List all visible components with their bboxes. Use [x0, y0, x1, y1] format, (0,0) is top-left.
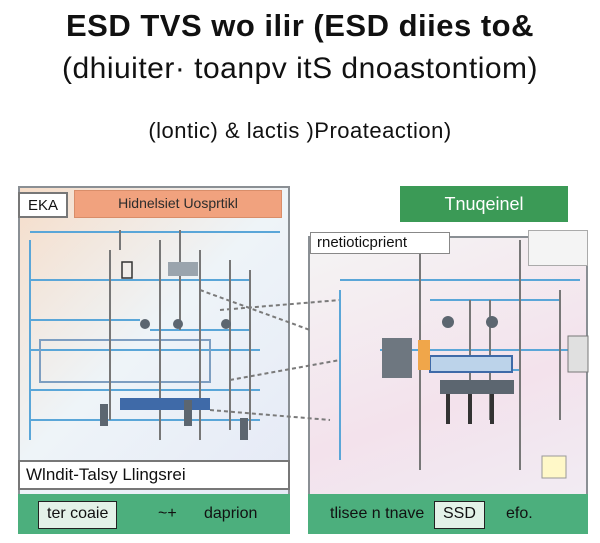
right-footer-button[interactable]: SSD — [434, 501, 485, 529]
diagram-title: ESD TVS wo ilir (ESD diies to& — [65, 8, 534, 43]
right-inner-bus — [429, 355, 513, 373]
left-chip-a — [100, 404, 108, 426]
left-inner-bus — [39, 339, 211, 383]
right-tvs-leg-1 — [446, 394, 450, 424]
right-tvs-row — [440, 380, 514, 394]
right-bus-line — [339, 279, 580, 460]
right-metric-label: rnetioticprient — [310, 232, 450, 254]
right-node-1 — [442, 316, 454, 328]
left-grey-wires — [109, 230, 251, 440]
right-tvs-leg-2 — [468, 394, 472, 424]
right-component-block — [382, 338, 412, 378]
left-node-2 — [173, 319, 183, 329]
left-footer-separator: ~+ — [158, 505, 177, 522]
left-chip-row — [120, 398, 210, 410]
right-node-2 — [486, 316, 498, 328]
diagram-caption: (lontic) & lactis )Proateaction) — [148, 118, 452, 143]
right-footer-text: tlisee n tnave — [330, 505, 425, 522]
left-panel-header: Hidnelsiet Uosprtikl — [74, 190, 282, 218]
right-panel-header: Tnuqeinel — [400, 186, 568, 222]
left-footer-text: daprion — [204, 505, 258, 522]
right-footer-text-2: efo. — [506, 505, 533, 522]
right-corner-box — [528, 230, 588, 266]
diagram-subtitle: (dhiuiter· toanpv itS dnoastontiom) — [61, 52, 539, 85]
left-panel-tag: EKA — [18, 192, 68, 218]
left-chip-b — [184, 400, 192, 426]
right-component-orange — [418, 340, 430, 370]
cross-connection-4 — [209, 409, 331, 421]
right-label-chip — [541, 455, 567, 479]
cross-connection-3 — [229, 359, 341, 381]
left-node-1 — [140, 319, 150, 329]
cross-connection-2 — [219, 299, 341, 311]
left-chip-c — [240, 418, 248, 440]
left-ic-2 — [168, 262, 198, 276]
left-node-3 — [221, 319, 231, 329]
right-connector — [567, 335, 589, 373]
left-legend-label: Wlndit-Talsy Llingsrei — [18, 460, 290, 490]
left-footer-bar: ter coaie ~+ daprion — [18, 494, 290, 534]
left-footer-button[interactable]: ter coaie — [38, 501, 118, 529]
left-ic-1 — [121, 261, 133, 279]
right-footer-bar: tlisee n tnave SSD efo. — [308, 494, 588, 534]
cross-connection-1 — [199, 289, 311, 331]
right-tvs-leg-3 — [490, 394, 494, 424]
